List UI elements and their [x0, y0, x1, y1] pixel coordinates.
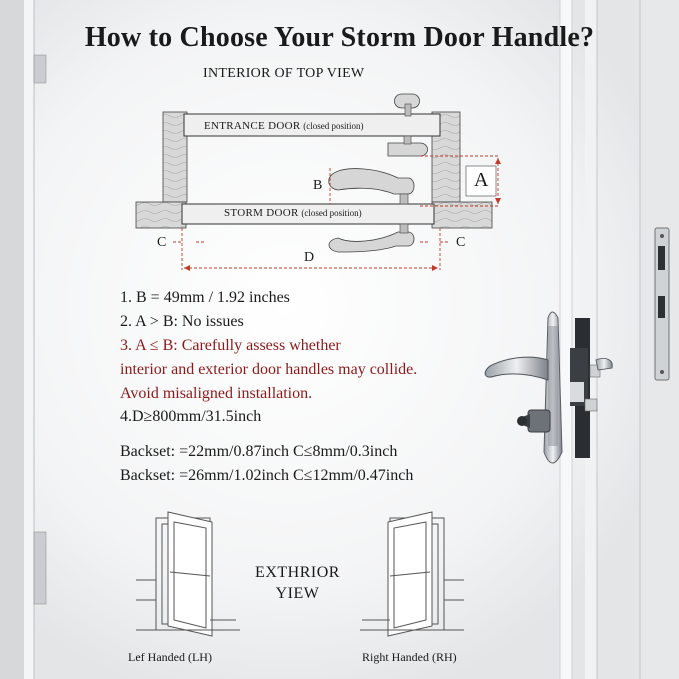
diagram-subtitle: INTERIOR OF TOP VIEW — [203, 66, 365, 81]
label-b: B — [313, 178, 323, 193]
note-4: 4.D≥800mm/31.5inch — [120, 408, 262, 425]
entrance-door-label: ENTRANCE DOOR (closed position) — [204, 120, 364, 132]
exterior-view-heading: EXTHRIOR YIEW — [230, 562, 365, 604]
hinge-bottom — [33, 531, 47, 605]
door-frame-left — [0, 0, 24, 679]
storm-door-label: STORM DOOR (closed position) — [224, 207, 362, 219]
label-c-right: C — [456, 235, 466, 250]
label-d: D — [304, 250, 315, 265]
lh-door-drawing — [136, 511, 240, 637]
note-2: 2. A > B: No issues — [120, 313, 244, 330]
hinge-top — [33, 54, 47, 84]
label-c-left: C — [157, 235, 167, 250]
rh-caption: Right Handed (RH) — [362, 650, 457, 664]
note-1: 1. B = 49mm / 1.92 inches — [120, 289, 290, 306]
note-3-line1: 3. A ≤ B: Carefully assess whether — [120, 337, 341, 354]
rh-door-drawing — [360, 511, 464, 637]
view-line-1: EXTHRIOR — [255, 564, 340, 581]
storm-handle-exterior — [328, 231, 415, 253]
page-title: How to Choose Your Storm Door Handle? — [84, 22, 595, 53]
entrance-door-bar — [183, 113, 441, 137]
label-a: A — [474, 169, 489, 191]
backset-2: Backset: =26mm/1.02inch C≤12mm/0.47inch — [120, 467, 414, 484]
handle-lever — [484, 356, 549, 381]
lh-caption: Lef Handed (LH) — [128, 650, 212, 664]
note-3-line3: Avoid misaligned installation. — [120, 385, 313, 402]
storm-door-bar — [181, 203, 435, 225]
view-line-2: YIEW — [275, 585, 320, 602]
note-3-line2: interior and exterior door handles may c… — [120, 361, 418, 378]
backset-1: Backset: =22mm/0.87inch C≤8mm/0.3inch — [120, 443, 398, 460]
